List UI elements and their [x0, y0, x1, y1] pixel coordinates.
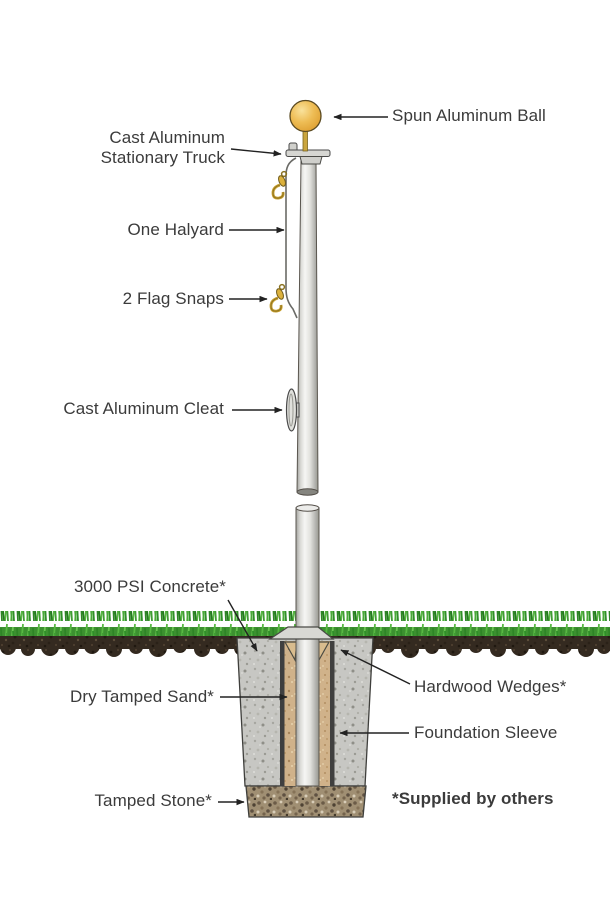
label-wedges: Hardwood Wedges*	[414, 677, 567, 696]
label-sand: Dry Tamped Sand*	[70, 687, 214, 706]
label-supplied-by-others: *Supplied by others	[392, 789, 554, 808]
label-stationary-truck-line1: Cast Aluminum	[109, 128, 225, 147]
label-stationary-truck: Cast Aluminum Stationary Truck	[101, 128, 225, 168]
label-spun-ball: Spun Aluminum Ball	[392, 106, 546, 125]
flag-snap-lower	[269, 283, 287, 313]
label-concrete: 3000 PSI Concrete*	[73, 577, 226, 596]
ball-stem	[302, 128, 308, 152]
ground-flashing-collar	[268, 626, 335, 640]
pole-upper-section	[296, 159, 319, 496]
label-halyard: One Halyard	[127, 220, 224, 239]
label-sleeve: Foundation Sleeve	[414, 723, 558, 742]
stationary-truck	[285, 142, 331, 165]
sand-column-left	[284, 641, 296, 786]
label-flag-snaps: 2 Flag Snaps	[122, 289, 224, 308]
callout-arrows	[218, 113, 411, 806]
arrow-truck	[230, 148, 282, 157]
pole-lower-section	[295, 504, 320, 787]
label-stone: Tamped Stone*	[94, 791, 212, 810]
arrow-concrete	[227, 599, 258, 652]
foundation-sleeve-right-wall	[330, 641, 335, 786]
label-cleat: Cast Aluminum Cleat	[63, 399, 224, 418]
foundation-sleeve-left-wall	[280, 641, 285, 786]
label-stationary-truck-line2: Stationary Truck	[100, 148, 225, 167]
halyard-rope	[285, 157, 298, 319]
cleat	[285, 388, 300, 432]
flag-snap-upper	[271, 170, 289, 200]
tamped-stone-layer	[245, 785, 367, 818]
arrow-wedges	[340, 649, 411, 685]
soil-band	[0, 636, 610, 658]
sand-column-right	[318, 641, 330, 786]
spun-aluminum-ball	[289, 99, 322, 133]
